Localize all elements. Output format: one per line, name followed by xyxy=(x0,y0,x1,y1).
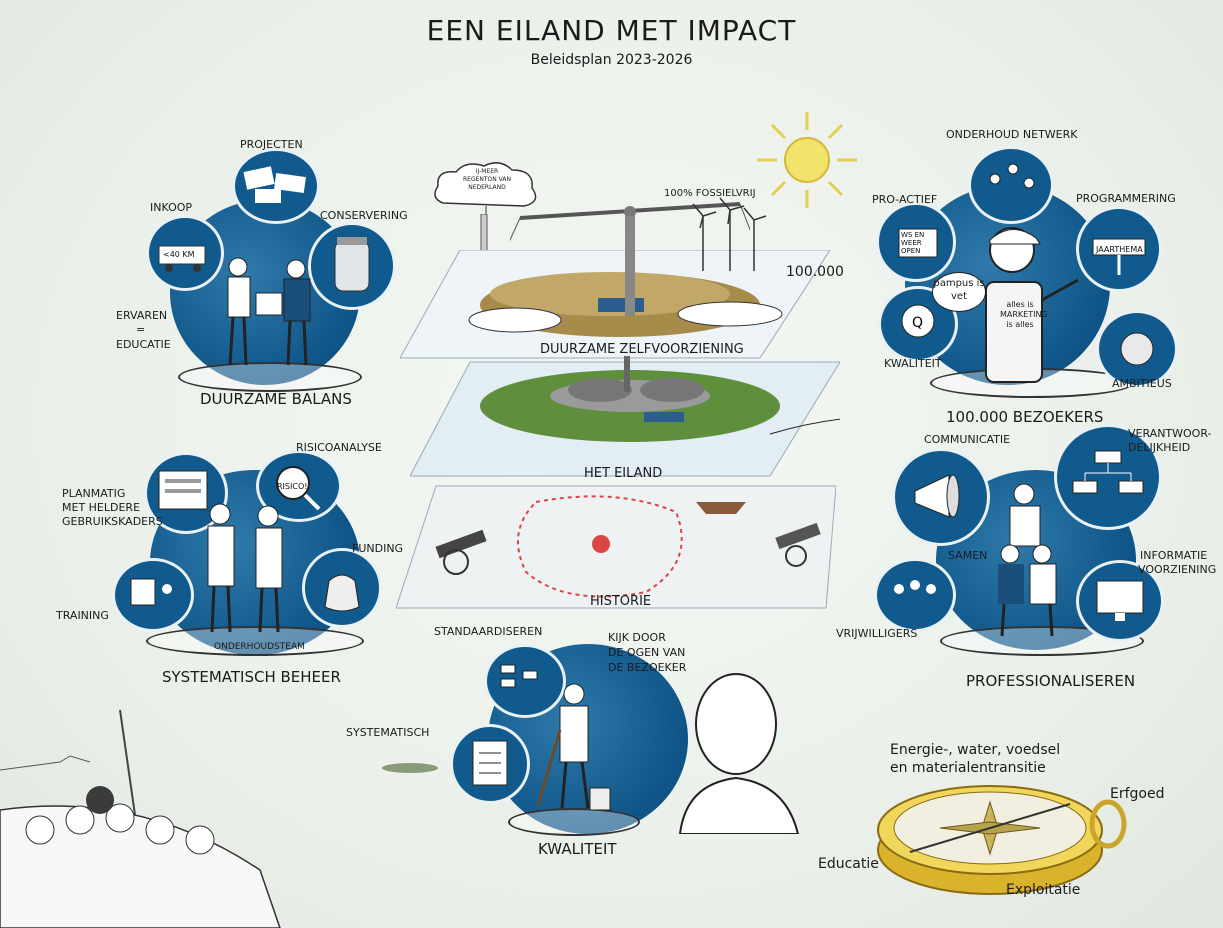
shirt-text: alles is MARKETING is alles xyxy=(1000,300,1048,329)
label-funding: FUNDING xyxy=(352,542,404,555)
maintenance-team-sketch xyxy=(207,503,283,633)
page-title: EEN EILAND MET IMPACT xyxy=(426,14,797,47)
speech-bubble: pampus is vet xyxy=(932,272,986,312)
label-vrijwilligers: VRIJWILLIGERS xyxy=(836,627,918,640)
label-ambitieus: AMBITIEUS xyxy=(1112,377,1172,390)
truck-text: <40 KM xyxy=(163,250,195,259)
label-risicoanalyse: RISICOANALYSE xyxy=(296,441,382,454)
informatie-bubble xyxy=(1076,560,1164,642)
verantwoordelijkheid-bubble xyxy=(1054,424,1162,530)
label-delijkheid: DELIJKHEID xyxy=(1128,441,1191,454)
cleaner-sketch xyxy=(536,683,611,811)
kwaliteit-floor xyxy=(508,808,640,836)
risico-text: RISICO! xyxy=(277,482,308,491)
svg-text:Q: Q xyxy=(912,315,923,331)
page-subtitle: Beleidsplan 2023-2026 xyxy=(530,52,693,68)
communicatie-bubble xyxy=(892,448,990,546)
kwaliteit-heading: KWALITEIT xyxy=(538,840,617,858)
compass-icon xyxy=(877,785,1127,895)
layer3-label: HISTORIE xyxy=(590,594,652,609)
beheer-floor xyxy=(146,626,364,656)
label-onderhoudsteam: ONDERHOUDSTEAM xyxy=(214,642,305,652)
cheering-visitor-sketch xyxy=(985,227,1079,383)
layer1-label: DUURZAME ZELFVOORZIENING xyxy=(540,342,744,357)
label-systematisch: SYSTEMATISCH xyxy=(346,726,430,739)
compass-east: Erfgoed xyxy=(1110,786,1165,802)
visitor-back-sketch xyxy=(678,673,800,834)
risicoanalyse-bubble: RISICO! xyxy=(256,450,342,522)
boat-with-people-sketch xyxy=(0,709,281,928)
pro-actief-bubble: WS EN WEER OPEN xyxy=(876,202,956,282)
sun-icon xyxy=(757,112,857,208)
layer-duurzame-zelfvoorziening xyxy=(400,250,831,359)
wind-turbines-icon xyxy=(692,197,767,271)
label-ervaren: ERVAREN xyxy=(116,309,168,322)
label-projecten: PROJECTEN xyxy=(240,138,303,151)
eye-text-3: DE BEZOEKER xyxy=(608,661,687,674)
systematisch-bubble xyxy=(450,724,530,804)
duurzame-balans-floor xyxy=(178,362,362,392)
visitor-count: 100.000 xyxy=(786,264,844,280)
training-bubble xyxy=(112,558,194,632)
board-text: WS EN WEER OPEN xyxy=(901,231,925,255)
conservering-bubble xyxy=(308,222,396,310)
eye-text-2: DE OGEN VAN xyxy=(608,646,686,659)
label-planmatig: PLANMATIG xyxy=(62,487,126,500)
funding-bubble xyxy=(302,548,382,628)
cloud-text: IJ-MEER REGENTON VAN NEDERLAND xyxy=(463,168,511,191)
planmatig-bubble xyxy=(144,452,228,534)
label-conservering: CONSERVERING xyxy=(320,209,408,222)
label-met-heldere: MET HELDERE xyxy=(62,501,141,514)
layer-historie xyxy=(396,485,836,609)
label-onderhoud-netwerk: ONDERHOUD NETWERK xyxy=(946,128,1078,141)
fossil-free-label: 100% FOSSIELVRIJ xyxy=(664,188,756,199)
label-equals: = xyxy=(136,323,146,336)
duurzame-balans-heading: DUURZAME BALANS xyxy=(200,390,352,408)
professionaliseren-heading: PROFESSIONALISEREN xyxy=(966,672,1136,690)
compass-north-2: en materialentransitie xyxy=(890,760,1046,776)
compass-west: Educatie xyxy=(818,856,879,872)
label-inkoop: INKOOP xyxy=(150,201,193,214)
layer2-label: HET EILAND xyxy=(584,466,663,481)
distant-island xyxy=(382,763,438,773)
label-programmering: PROGRAMMERING xyxy=(1076,192,1176,205)
team-hug-sketch xyxy=(998,483,1057,637)
label-communicatie: COMMUNICATIE xyxy=(924,433,1011,446)
jaarthema-sign: JAARTHEMA xyxy=(1096,245,1143,254)
balance-scale xyxy=(510,202,750,316)
programmering-bubble: JAARTHEMA xyxy=(1076,206,1162,292)
label-training: TRAINING xyxy=(56,609,109,622)
projecten-bubble xyxy=(232,148,320,224)
label-pro-actief: PRO-ACTIEF xyxy=(872,193,938,206)
label-informatie: INFORMATIE xyxy=(1140,549,1208,562)
vrijwilligers-bubble xyxy=(874,558,956,632)
label-verantwoor: VERANTWOOR- xyxy=(1128,427,1212,440)
cloud-icon xyxy=(434,162,537,216)
netwerk-bubble xyxy=(968,146,1054,224)
inkoop-bubble: <40 KM xyxy=(146,215,224,291)
bezoekers-heading: 100.000 BEZOEKERS xyxy=(946,408,1104,426)
label-samen: SAMEN xyxy=(948,549,988,562)
standaardiseren-bubble xyxy=(484,644,566,718)
layer-het-eiland xyxy=(410,356,840,477)
label-voorziening: VOORZIENING xyxy=(1138,563,1217,576)
label-educatie-small: EDUCATIE xyxy=(116,338,171,351)
compass-north-1: Energie-, water, voedsel xyxy=(890,742,1061,758)
ambitieus-bubble xyxy=(1096,310,1178,388)
kwaliteit-badge-bubble: Q xyxy=(878,286,958,362)
eye-text-1: KIJK DOOR xyxy=(608,631,666,644)
label-standaardiseren: STANDAARDISEREN xyxy=(434,625,543,638)
label-kwaliteit-top: KWALITEIT xyxy=(884,357,942,370)
two-people-sketch xyxy=(227,257,311,366)
compass-south: Exploitatie xyxy=(1006,882,1081,898)
label-gebruikskaders: GEBRUIKSKADERS xyxy=(62,515,163,528)
systematisch-beheer-heading: SYSTEMATISCH BEHEER xyxy=(162,668,341,686)
